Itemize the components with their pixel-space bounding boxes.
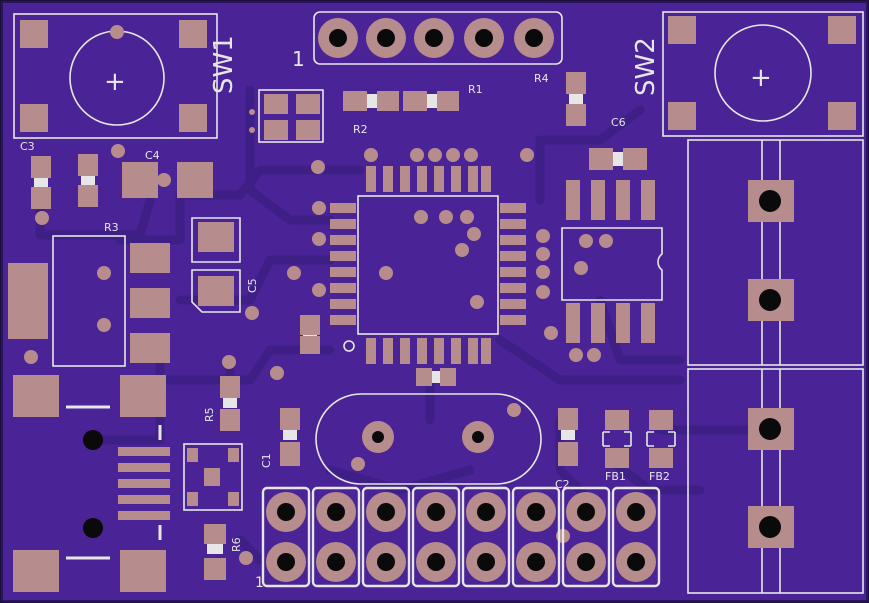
resistor-r6 (204, 524, 226, 580)
capacitor-c2 (558, 408, 578, 466)
label-c5: C5 (246, 278, 259, 293)
resistor-r1-r2 (343, 91, 459, 111)
label-c1: C1 (260, 453, 273, 468)
mcu-pads-right (500, 203, 526, 325)
ferrite-fb1 (602, 410, 632, 468)
mcu-pads-left (330, 203, 356, 325)
label-r3: R3 (104, 221, 119, 234)
capacitor-c6 (589, 148, 647, 170)
label-c6: C6 (611, 116, 626, 129)
copper-traces (35, 85, 765, 565)
capacitor-small-mcu (300, 315, 320, 354)
plus-sign: + (750, 63, 772, 93)
terminal-block-top[interactable] (687, 139, 864, 366)
ic-soic8 (561, 180, 663, 343)
regulator-r3 (8, 235, 170, 367)
label-r2: R2 (353, 123, 368, 136)
plus-sign: + (104, 67, 126, 97)
ferrite-fb2 (646, 410, 676, 468)
label-pin1-top: 1 (292, 47, 305, 71)
component-4pad (249, 89, 324, 143)
capacitor-c1 (280, 408, 300, 466)
crystal-oscillator (315, 393, 542, 485)
resistor-small (78, 144, 125, 207)
label-c3: C3 (20, 140, 35, 153)
mcu-pads-top (366, 166, 491, 192)
terminal-block-bottom[interactable] (687, 368, 864, 594)
header-top-5pin[interactable] (313, 11, 563, 65)
label-sw1: SW1 (209, 35, 239, 94)
header-bottom-2x8[interactable] (261, 486, 661, 588)
label-fb2: FB2 (649, 470, 670, 483)
label-r1: R1 (468, 83, 483, 96)
label-r5: R5 (203, 407, 216, 422)
label-sw2: SW2 (631, 37, 661, 96)
ic-sot (183, 443, 243, 511)
label-r4: R4 (534, 72, 549, 85)
mcu-qfp (330, 166, 526, 364)
capacitor-c5 (191, 217, 259, 320)
capacitor-small-bottom (416, 368, 456, 386)
label-c4: C4 (145, 149, 160, 162)
label-r6: R6 (230, 537, 243, 552)
switch-sw1[interactable]: + (13, 13, 218, 139)
resistor-r5 (220, 376, 240, 431)
resistor-r4 (566, 72, 586, 126)
label-pin1-bottom: 1 (255, 575, 264, 591)
capacitor-c3 (31, 156, 51, 225)
vias (222, 148, 601, 565)
usb-connector[interactable] (13, 375, 170, 592)
mcu-pads-bottom (366, 338, 491, 364)
label-fb1: FB1 (605, 470, 626, 483)
switch-sw2[interactable]: + (662, 11, 864, 137)
capacitor-c4 (122, 162, 213, 198)
